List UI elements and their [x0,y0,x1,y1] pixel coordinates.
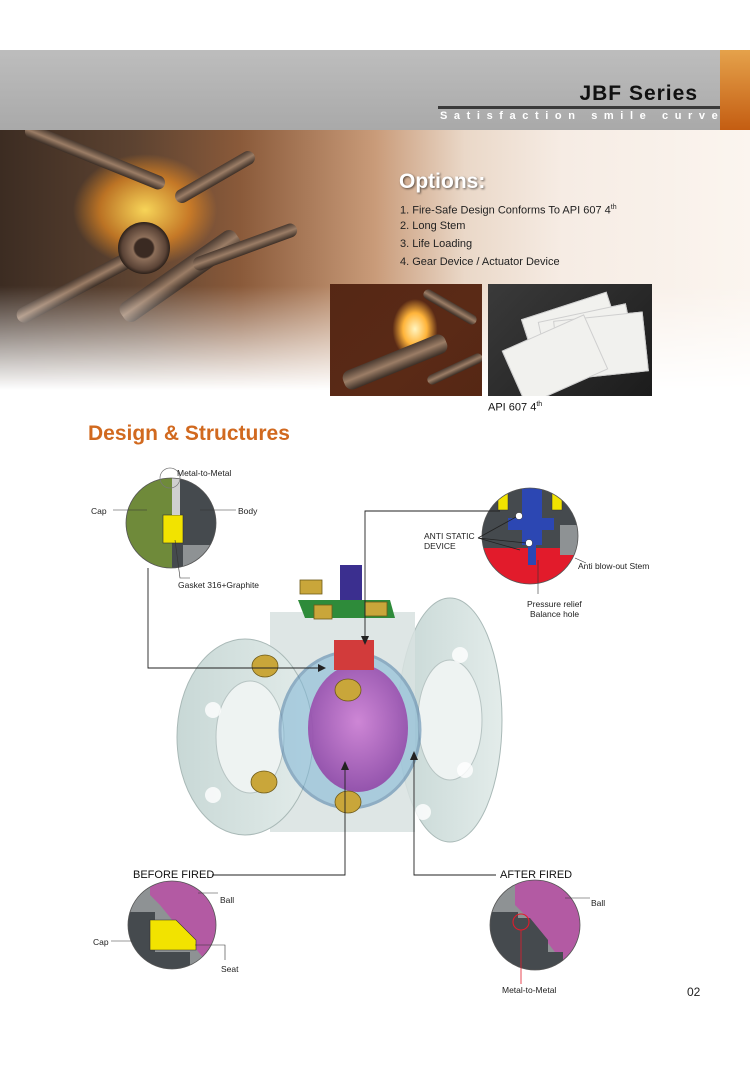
label-ball-before: Ball [220,895,235,905]
before-fired-detail [128,881,216,969]
fire-test-photo [330,284,482,396]
after-fired-title: AFTER FIRED [500,869,573,881]
before-fired-title: BEFORE FIRED [133,869,215,881]
series-title-rule [438,106,720,109]
option-item: 3. Life Loading [400,238,473,250]
label-pressure-relief: Pressure relief [527,599,582,609]
page-number: 02 [687,985,701,999]
header-band [0,50,750,130]
label-anti-blowout-stem: Anti blow-out Stem [578,561,650,571]
series-title: JBF Series [579,82,698,105]
tagline: Satisfaction smile curve [440,110,725,122]
options-title: Options: [399,170,486,193]
section-title: Design & Structures [88,422,290,445]
label-balance-hole: Balance hole [530,609,580,619]
label-gasket: Gasket 316+Graphite [178,580,260,590]
stem-detail [482,488,578,584]
after-fired-detail [490,880,580,970]
label-cap-top: Cap [91,506,107,516]
label-anti-static-2: DEVICE [424,541,456,551]
option-item: 2. Long Stem [400,220,466,232]
header-accent-bar [720,50,750,130]
option-item: 4. Gear Device / Actuator Device [400,256,560,268]
label-metal-to-metal-after: Metal-to-Metal [502,985,557,995]
certificate-photo [488,284,652,396]
ball-valve-cutaway [176,565,503,843]
option-item: 1. Fire-Safe Design Conforms To API 607 … [400,204,617,217]
certificate-caption: API 607 4th [488,401,543,414]
label-seat: Seat [221,964,239,974]
label-anti-static-1: ANTI STATIC [424,531,475,541]
label-cap-before: Cap [93,937,109,947]
label-metal-to-metal-top: Metal-to-Metal [177,468,232,478]
label-body: Body [238,506,258,516]
label-ball-after: Ball [591,898,606,908]
options-list: 1. Fire-Safe Design Conforms To API 607 … [400,199,617,271]
